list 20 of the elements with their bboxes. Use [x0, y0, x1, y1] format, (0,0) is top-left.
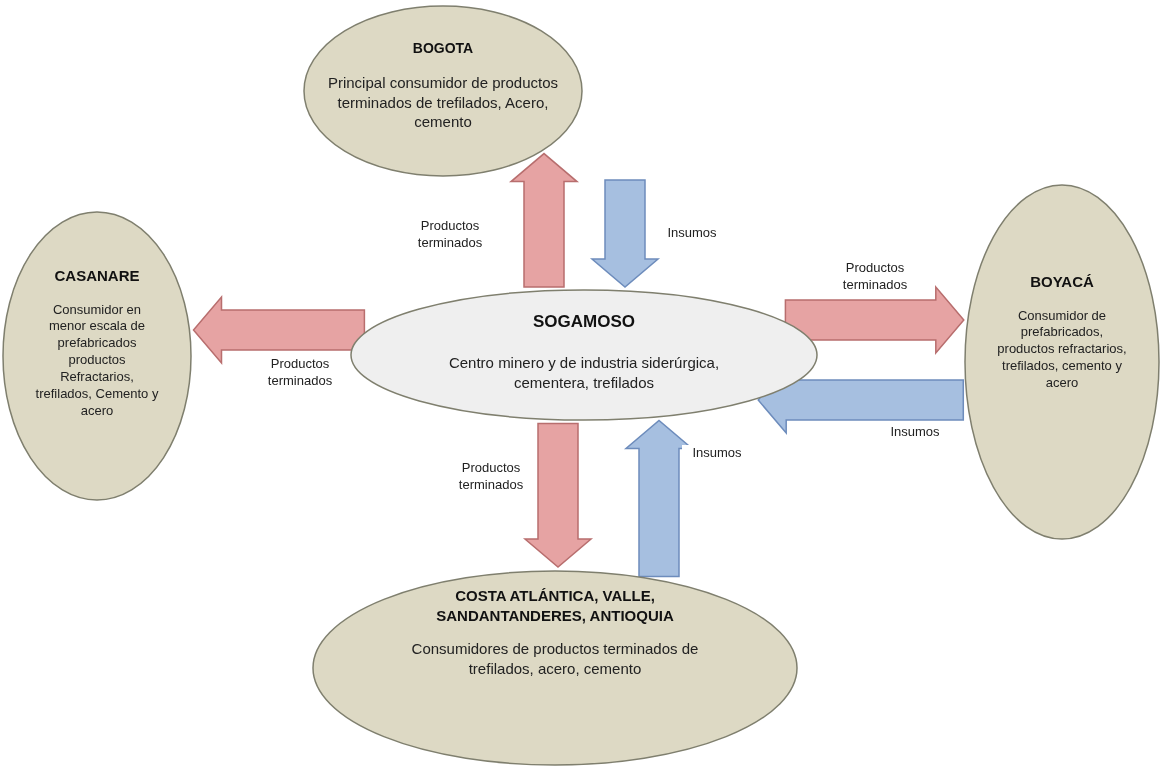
block-arrow	[508, 152, 580, 288]
block-arrow	[589, 179, 661, 288]
node-description: Centro minero y de industria siderúrgica, cementera, trefilados	[447, 353, 721, 393]
node-title: BOGOTA	[411, 39, 475, 58]
region-ellipse	[2, 211, 192, 501]
block-arrow	[522, 422, 594, 568]
node-description: Consumidor de prefabricados, productos refractarios, trefilados, cemento y acero	[996, 307, 1128, 392]
node-title: COSTA ATLÁNTICA, VALLE, SANDANTANDERES, ANTIOQUIA	[435, 586, 675, 625]
node-description: Consumidores de productos terminados de trefilados, acero, cemento	[410, 639, 700, 678]
region-ellipse	[312, 570, 798, 766]
node-title: BOYACÁ	[1029, 272, 1095, 292]
block-arrow	[192, 294, 366, 366]
block-arrow	[784, 284, 965, 356]
node-description: Principal consumidor de productos terminados de trefilados, Acero, cemento	[326, 73, 560, 132]
node-title: CASANARE	[53, 266, 141, 286]
region-ellipse	[303, 5, 583, 177]
region-ellipse	[964, 184, 1160, 540]
node-description: Consumidor en menor escala de prefabricados productos Refractarios, trefilados, Cemento y acero	[34, 301, 160, 420]
region-ellipse	[350, 289, 818, 421]
node-title: SOGAMOSO	[532, 311, 636, 333]
